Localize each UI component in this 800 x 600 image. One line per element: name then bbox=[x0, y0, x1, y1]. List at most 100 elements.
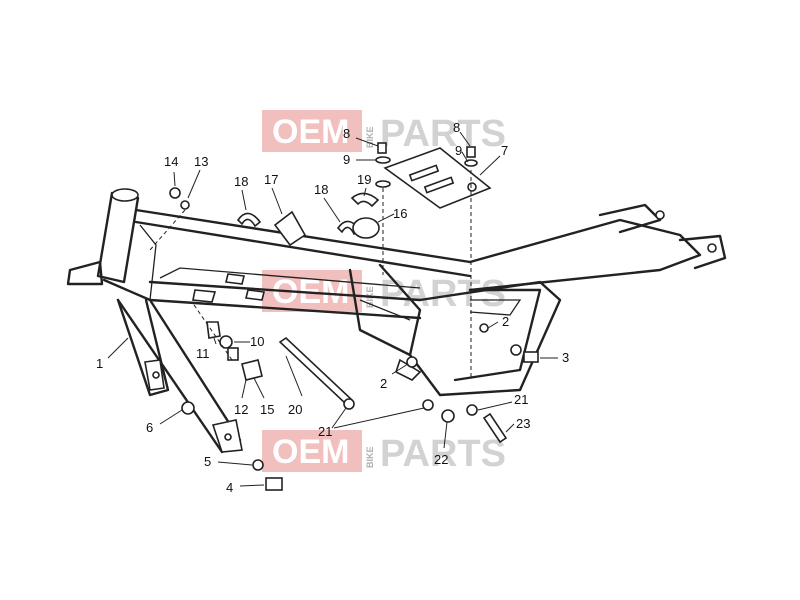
callout-9: 9 bbox=[455, 143, 462, 158]
hardware-parts bbox=[169, 142, 539, 491]
leader-line bbox=[331, 407, 347, 429]
steering-head-tube bbox=[96, 191, 140, 284]
nut-part-21 bbox=[422, 399, 434, 411]
leader-line bbox=[363, 187, 367, 197]
boot-part-16 bbox=[352, 217, 380, 239]
callout-2: 2 bbox=[502, 314, 509, 329]
callout-21: 21 bbox=[514, 392, 528, 407]
bolt-head bbox=[227, 347, 239, 361]
leader-line bbox=[217, 461, 253, 466]
washer-part-21 bbox=[466, 404, 478, 416]
screw-part-8 bbox=[377, 142, 387, 154]
watermark-bike-text: BIKE bbox=[365, 446, 375, 468]
leader-line bbox=[377, 213, 395, 223]
strap-part-19 bbox=[350, 192, 380, 208]
leader-line bbox=[487, 321, 499, 329]
callout-17: 17 bbox=[264, 172, 278, 187]
callout-21: 21 bbox=[318, 424, 332, 439]
callout-14: 14 bbox=[164, 154, 178, 169]
nut-part-22 bbox=[441, 409, 455, 423]
lower-top-tube bbox=[134, 220, 472, 278]
motorcycle-frame bbox=[66, 188, 727, 454]
callout-6: 6 bbox=[146, 420, 153, 435]
callout-20: 20 bbox=[288, 402, 302, 417]
front-down-tube-inner bbox=[116, 298, 170, 397]
leader-line bbox=[241, 379, 247, 399]
leader-line bbox=[173, 171, 176, 187]
bolt-part-23 bbox=[482, 412, 508, 444]
callout-13: 13 bbox=[194, 154, 208, 169]
lug-hole bbox=[152, 371, 160, 379]
screw-part-8 bbox=[466, 146, 476, 158]
bolt-part-4 bbox=[265, 477, 283, 491]
callout-9: 9 bbox=[343, 152, 350, 167]
rear-bracket-top bbox=[598, 203, 662, 234]
foot-bracket bbox=[395, 358, 422, 381]
watermark-box bbox=[262, 430, 362, 472]
leader-line bbox=[477, 401, 513, 411]
bolt-part-3 bbox=[523, 351, 539, 363]
leader-line bbox=[443, 421, 448, 449]
leader-line bbox=[253, 377, 265, 399]
leader-line bbox=[355, 137, 379, 147]
assembly-lines bbox=[149, 170, 472, 378]
rear-end-hole bbox=[707, 243, 717, 253]
leader-line bbox=[459, 131, 471, 147]
watermark-oem-text: OEM bbox=[272, 433, 349, 471]
callout-8: 8 bbox=[343, 126, 350, 141]
callout-15: 15 bbox=[260, 402, 274, 417]
rail-tab bbox=[225, 273, 245, 285]
rear-end-bracket bbox=[678, 234, 727, 270]
hose-part-17 bbox=[273, 210, 307, 247]
leader-lines bbox=[107, 131, 558, 487]
callout-3: 3 bbox=[562, 350, 569, 365]
washer-part-5 bbox=[252, 459, 264, 471]
watermark-bottom: OEM BIKE PARTS bbox=[262, 430, 506, 475]
mounting-plate bbox=[383, 147, 492, 209]
nut-part-6 bbox=[181, 401, 195, 415]
callout-1: 1 bbox=[96, 356, 103, 371]
rail-tab bbox=[192, 289, 217, 303]
upper-frame-rail bbox=[148, 280, 422, 302]
rear-mount-hole bbox=[655, 210, 665, 220]
lower-frame-rail bbox=[148, 298, 422, 320]
leader-line bbox=[323, 197, 341, 223]
callout-5: 5 bbox=[204, 454, 211, 469]
washer-part-13 bbox=[180, 200, 190, 210]
callout-labels: 1 2 2 3 4 5 6 7 8 8 9 9 10 11 12 13 14 1… bbox=[96, 120, 569, 495]
top-plate-part-7 bbox=[383, 147, 492, 209]
watermark-oem-text: OEM bbox=[272, 113, 349, 151]
lug-hole bbox=[224, 433, 232, 441]
clamp-part-18 bbox=[236, 212, 262, 228]
washer-part-9 bbox=[375, 156, 391, 164]
center-post-brace bbox=[359, 299, 411, 321]
leader-line bbox=[391, 363, 409, 375]
leader-line bbox=[241, 189, 247, 211]
rail-plate bbox=[159, 267, 421, 289]
bushing-part-15 bbox=[241, 359, 263, 381]
callout-23: 23 bbox=[516, 416, 530, 431]
nut-part-14 bbox=[169, 187, 181, 199]
leader-line bbox=[107, 337, 129, 359]
watermark-bike-text: BIKE bbox=[365, 126, 375, 148]
screw-part-2 bbox=[406, 356, 418, 368]
plate-slot bbox=[423, 176, 455, 194]
nut-part-21 bbox=[343, 398, 355, 410]
watermark-parts-text: PARTS bbox=[380, 273, 506, 315]
head-gusset bbox=[139, 224, 157, 301]
washer-part-10 bbox=[219, 335, 233, 349]
callout-12: 12 bbox=[234, 402, 248, 417]
steering-head-top bbox=[111, 188, 139, 202]
leader-line bbox=[479, 155, 501, 176]
leader-line bbox=[461, 151, 469, 163]
leader-line bbox=[505, 423, 515, 433]
leader-line bbox=[239, 484, 265, 487]
battery-tray bbox=[469, 299, 522, 316]
leader-line bbox=[333, 407, 425, 429]
long-bolt-part-20 bbox=[278, 336, 354, 406]
callout-8: 8 bbox=[453, 120, 460, 135]
callout-19: 19 bbox=[357, 172, 371, 187]
watermark-top: OEM BIKE PARTS bbox=[262, 110, 506, 155]
spacer-part-11 bbox=[206, 321, 221, 339]
